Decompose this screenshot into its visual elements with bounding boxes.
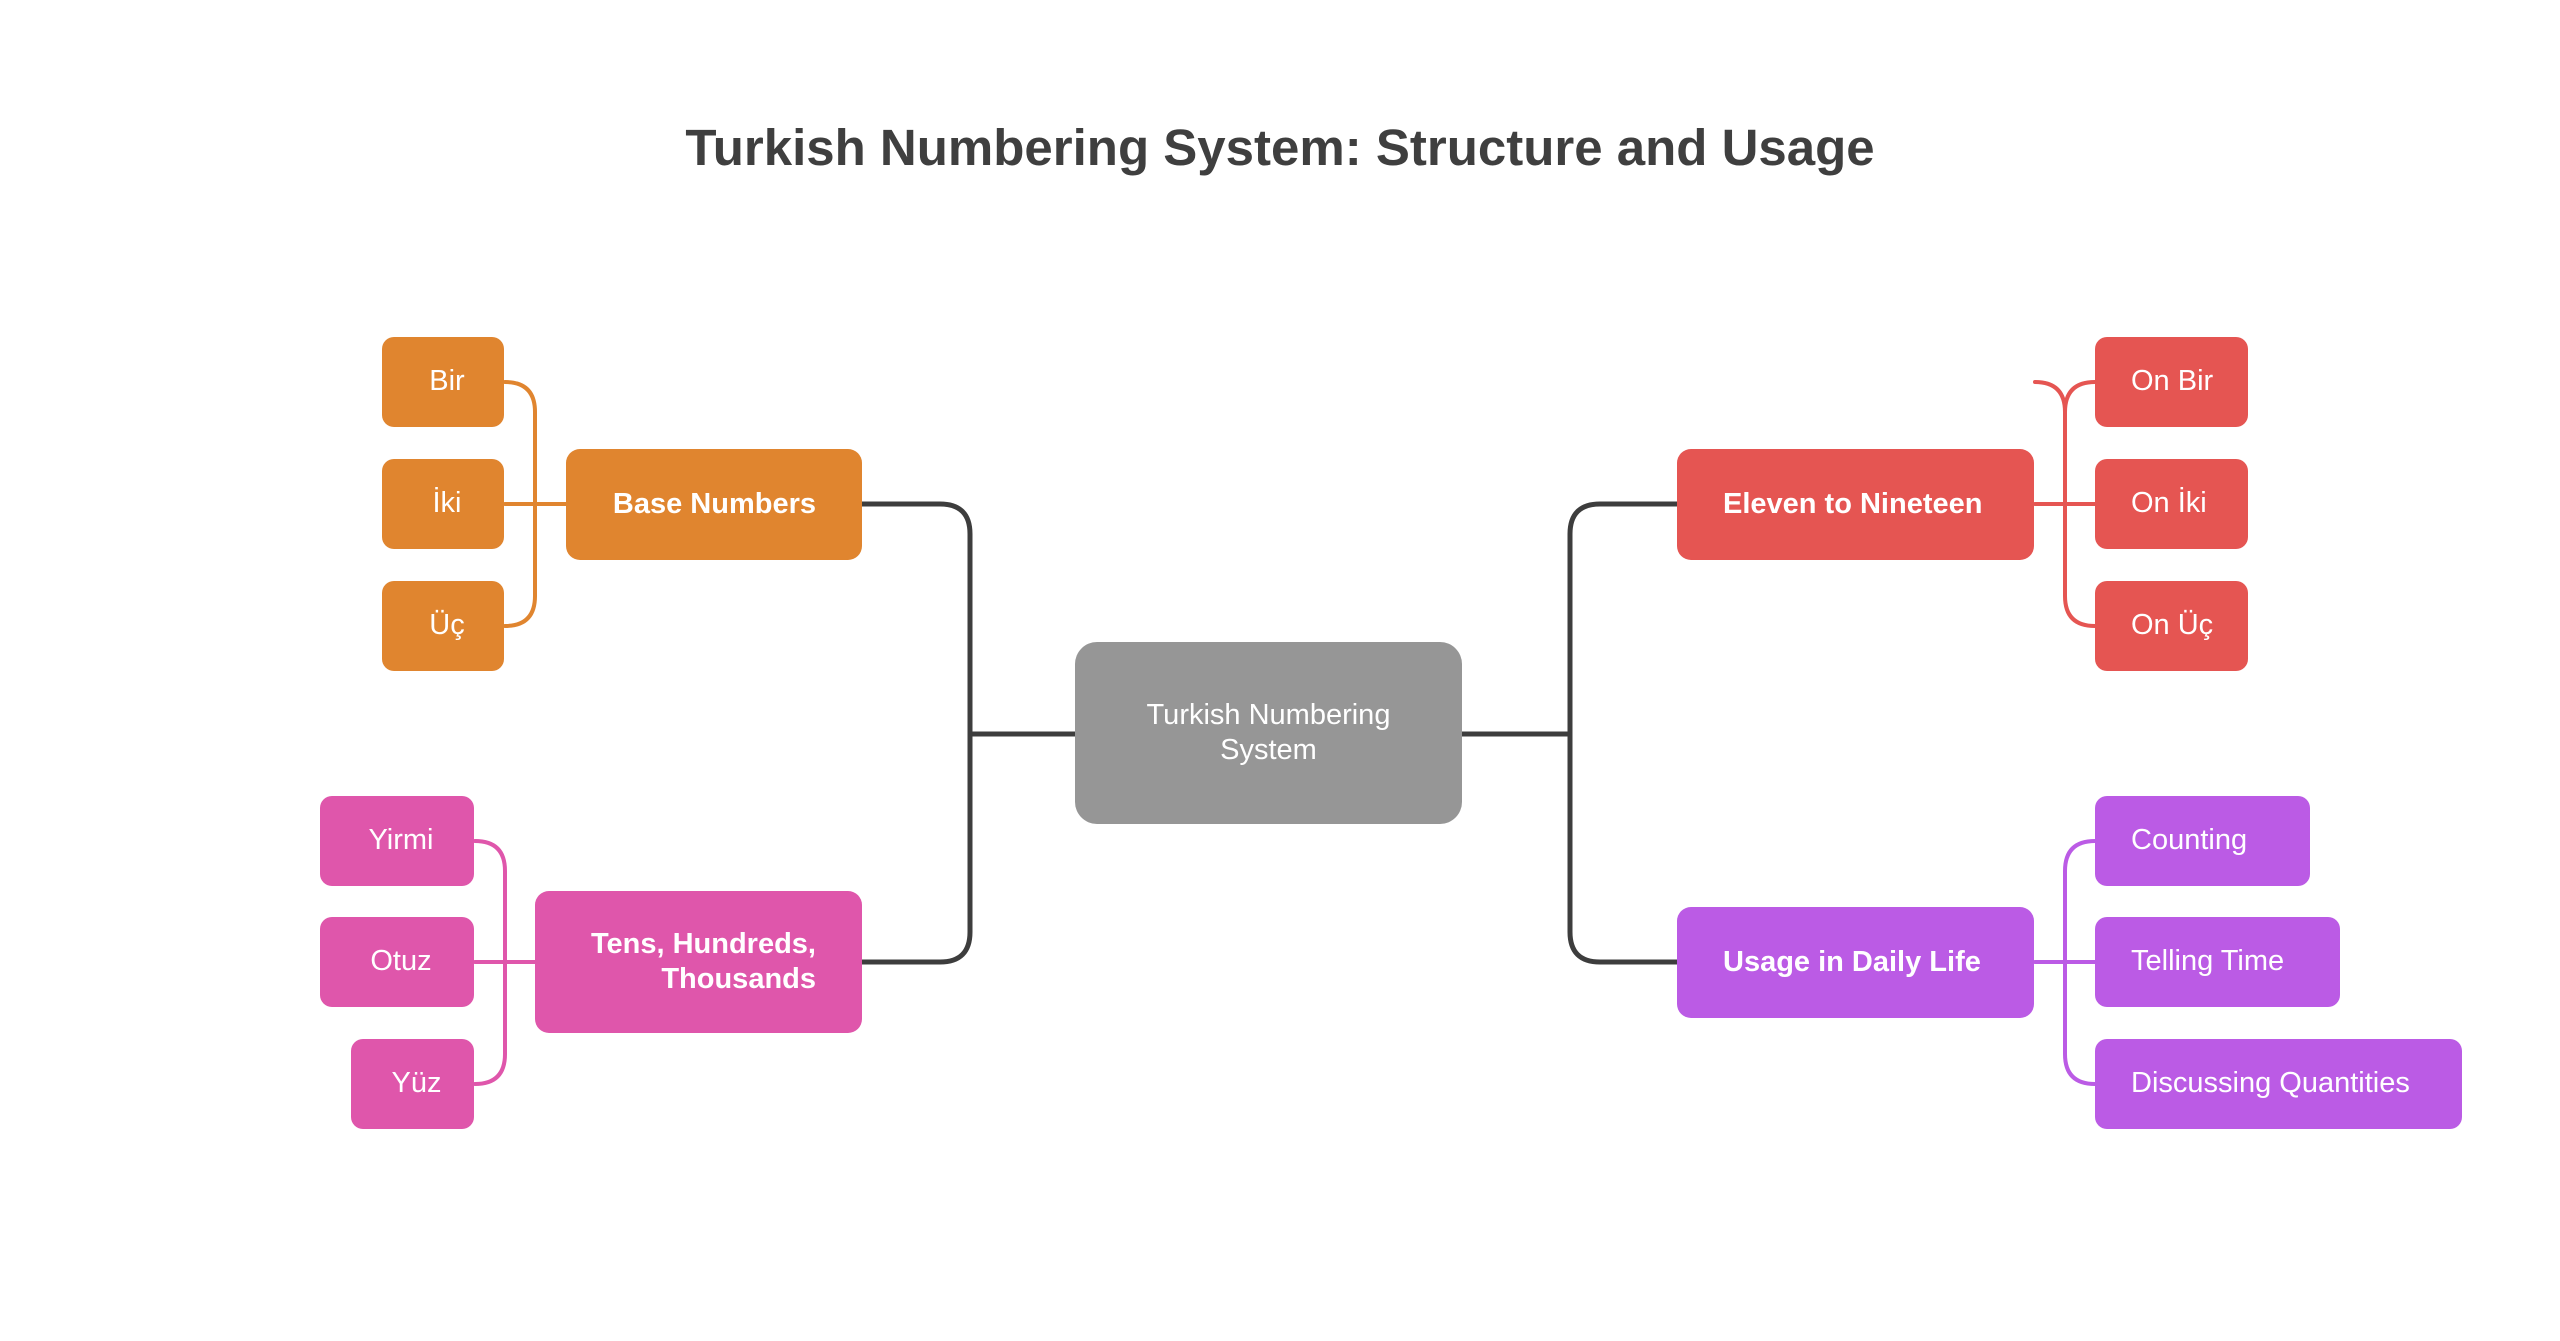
leaf-discussing-quantities-label: Discussing Quantities bbox=[2131, 1067, 2410, 1100]
connector-daily-quantities bbox=[2063, 960, 2097, 1086]
connector-base-bir bbox=[503, 380, 570, 506]
branch-base-numbers-label: Base Numbers bbox=[612, 487, 816, 520]
branch-usage-daily-life[interactable]: Usage in Daily Life bbox=[1677, 907, 2034, 1018]
leaf-on-iki-label: On İki bbox=[2131, 487, 2207, 520]
leaf-yuz[interactable]: Yüz bbox=[351, 1039, 474, 1129]
branch-tens-hundreds-thousands[interactable]: Tens, Hundreds, Thousands bbox=[535, 891, 862, 1033]
leaf-on-uc-label: On Üç bbox=[2131, 609, 2214, 642]
center-node-label: Turkish Numbering System bbox=[1146, 698, 1391, 766]
connector-daily-counting bbox=[2063, 839, 2097, 964]
leaf-iki-label: İki bbox=[432, 487, 462, 520]
branch-base-numbers[interactable]: Base Numbers bbox=[566, 449, 862, 560]
center-node[interactable]: Turkish Numbering System bbox=[1075, 642, 1462, 824]
connector-center-daily bbox=[1567, 731, 1695, 965]
leaf-on-bir[interactable]: On Bir bbox=[2095, 337, 2248, 427]
branch-eleven-label: Eleven to Nineteen bbox=[1723, 487, 1983, 520]
diagram-title: Turkish Numbering System: Structure and … bbox=[685, 119, 1875, 176]
branch-tens-label: Tens, Hundreds, Thousands bbox=[590, 927, 816, 995]
connector-eleven-onbir bbox=[2033, 380, 2067, 414]
leaf-yirmi[interactable]: Yirmi bbox=[320, 796, 474, 886]
leaf-counting-label: Counting bbox=[2131, 824, 2248, 857]
leaf-bir-label: Bir bbox=[429, 365, 465, 398]
leaf-discussing-quantities[interactable]: Discussing Quantities bbox=[2095, 1039, 2462, 1129]
leaf-uc-label: Üç bbox=[429, 609, 465, 642]
connector-center-eleven bbox=[1447, 501, 1695, 737]
branch-daily-label: Usage in Daily Life bbox=[1723, 945, 1981, 978]
connector-center-base bbox=[845, 501, 1093, 737]
leaf-uc[interactable]: Üç bbox=[382, 581, 504, 671]
leaf-on-uc[interactable]: On Üç bbox=[2095, 581, 2248, 671]
leaf-iki[interactable]: İki bbox=[382, 459, 504, 549]
connector-tens-yuz bbox=[473, 960, 507, 1086]
connector-center-tens bbox=[845, 731, 973, 965]
leaf-on-bir-label: On Bir bbox=[2131, 365, 2214, 398]
leaf-otuz-label: Otuz bbox=[370, 945, 432, 978]
branch-eleven-to-nineteen[interactable]: Eleven to Nineteen bbox=[1677, 449, 2034, 560]
leaf-yuz-label: Yüz bbox=[391, 1067, 442, 1100]
connector-tens-yirmi bbox=[473, 839, 540, 964]
leaf-bir[interactable]: Bir bbox=[382, 337, 504, 427]
leaf-telling-time[interactable]: Telling Time bbox=[2095, 917, 2340, 1007]
leaf-yirmi-label: Yirmi bbox=[368, 824, 434, 857]
leaf-telling-time-label: Telling Time bbox=[2131, 945, 2285, 978]
leaf-counting[interactable]: Counting bbox=[2095, 796, 2310, 886]
connector-base-uc bbox=[503, 502, 537, 628]
leaf-on-iki[interactable]: On İki bbox=[2095, 459, 2248, 549]
leaf-otuz[interactable]: Otuz bbox=[320, 917, 474, 1007]
connector-eleven-onuc bbox=[2063, 410, 2097, 628]
